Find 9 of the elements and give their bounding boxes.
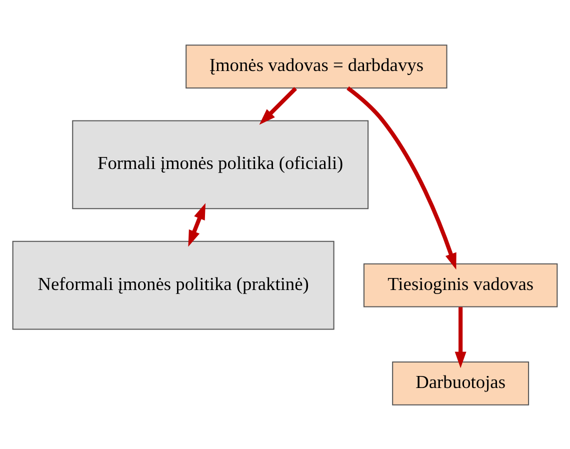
arrow <box>259 86 298 124</box>
arrow <box>346 86 456 270</box>
node-box: Neformali įmonės politika (praktinė) <box>12 240 334 330</box>
node-box: Tiesioginis vadovas <box>363 262 558 307</box>
arrow <box>454 306 466 368</box>
arrow <box>188 202 206 246</box>
node-box: Formali įmonės politika (oficiali) <box>72 120 369 209</box>
node-box: Darbuotojas <box>392 360 530 405</box>
node-box: Įmonės vadovas = darbdavys <box>186 44 448 88</box>
